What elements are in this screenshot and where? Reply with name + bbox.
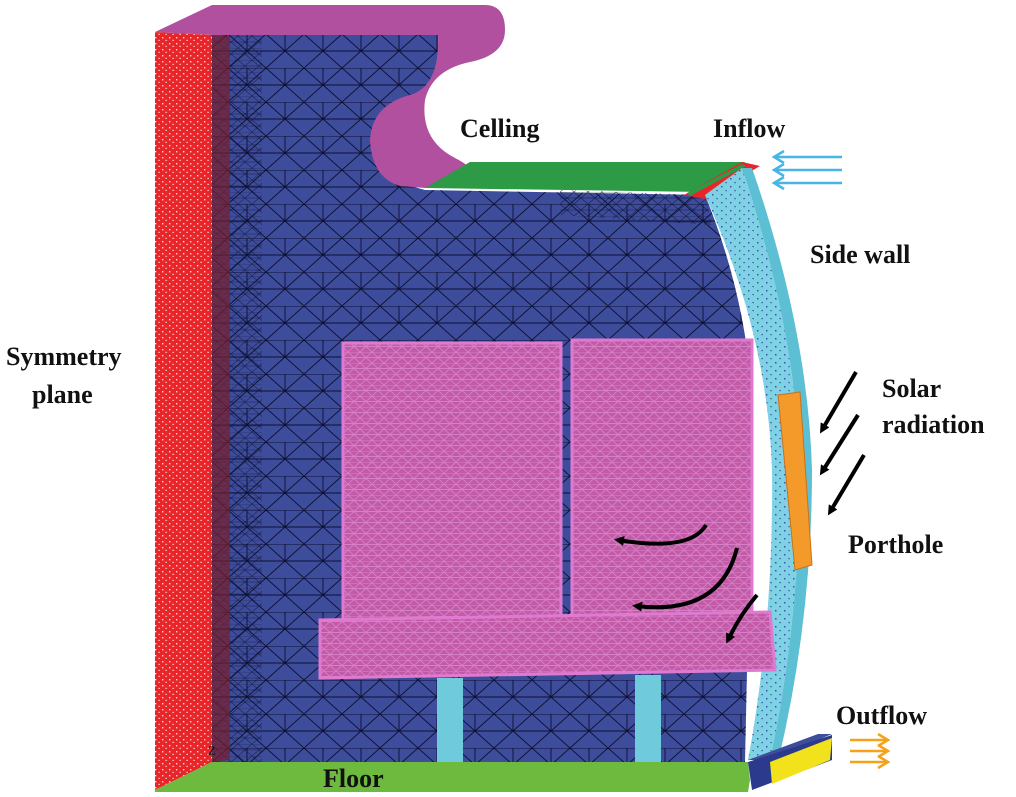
label-outflow: Outflow: [836, 701, 927, 730]
side-wall: [705, 168, 812, 762]
label-floor: Floor: [323, 764, 384, 793]
outflow-outlet: [748, 734, 832, 790]
solar-arrow: [827, 453, 866, 516]
label-solar-line2: radiation: [882, 410, 985, 439]
label-symmetry-line2: plane: [32, 380, 93, 409]
airflow-arrow: [614, 523, 708, 546]
label-solar-line1: Solar: [882, 374, 942, 403]
outflow-arrows: [850, 732, 891, 770]
inflow-arrows: [771, 149, 842, 191]
label-axis-z: Z: [208, 743, 216, 758]
airflow-arrow: [632, 547, 739, 612]
solar-arrow: [819, 370, 858, 434]
solar-arrow: [819, 413, 860, 476]
seat: [318, 338, 777, 770]
symmetry-plane: [155, 32, 230, 790]
label-symmetry-line1: Symmetry: [6, 342, 122, 371]
label-inflow: Inflow: [713, 114, 786, 143]
ceiling-surface: [155, 5, 745, 192]
label-porthole: Porthole: [848, 530, 944, 559]
label-celling: Celling: [460, 114, 540, 143]
porthole-window: [777, 391, 813, 571]
label-side-wall: Side wall: [810, 240, 911, 269]
floor-surface: [155, 762, 750, 792]
airflow-arrows: [614, 523, 759, 644]
airflow-arrow: [726, 593, 759, 644]
solar-radiation-arrows: [819, 370, 866, 516]
